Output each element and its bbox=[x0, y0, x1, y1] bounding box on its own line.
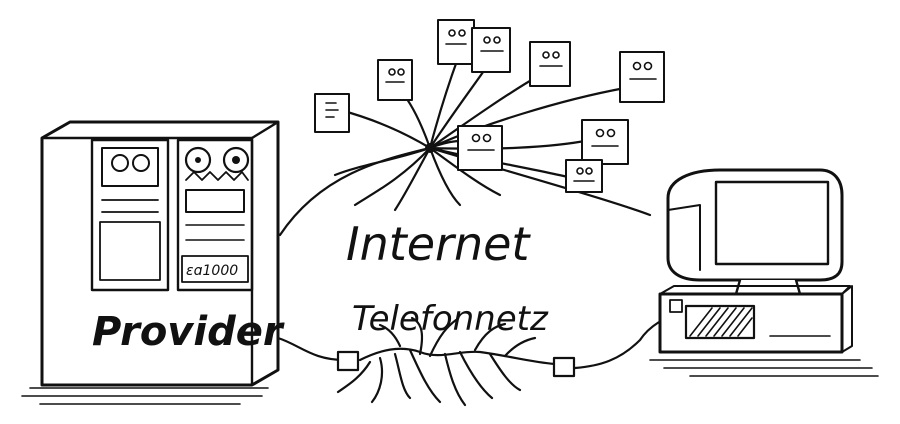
internet-host-icon bbox=[581, 119, 629, 165]
internet-host-icon bbox=[314, 93, 350, 133]
internet-host-icon bbox=[437, 19, 475, 65]
phone-plug-icon bbox=[552, 356, 576, 378]
internet-label: Internet bbox=[346, 217, 531, 271]
internet-host-icon bbox=[529, 41, 571, 87]
desktop-computer-icon bbox=[649, 168, 879, 377]
internet-hub-icon bbox=[425, 143, 435, 153]
internet-host-icon bbox=[457, 125, 503, 171]
internet-host-icon bbox=[565, 159, 603, 193]
provider-server-icon: ɛɑ1000 bbox=[21, 120, 280, 405]
internet-host-icon bbox=[619, 51, 665, 103]
provider-counter: ɛɑ1000 bbox=[186, 263, 238, 279]
internet-host-icon bbox=[377, 59, 413, 101]
phone-plug-icon bbox=[336, 350, 360, 372]
internet-host-icon bbox=[471, 27, 511, 73]
telefonnetz-label: Telefonnetz bbox=[352, 299, 549, 339]
provider-label: Provider bbox=[92, 309, 285, 355]
